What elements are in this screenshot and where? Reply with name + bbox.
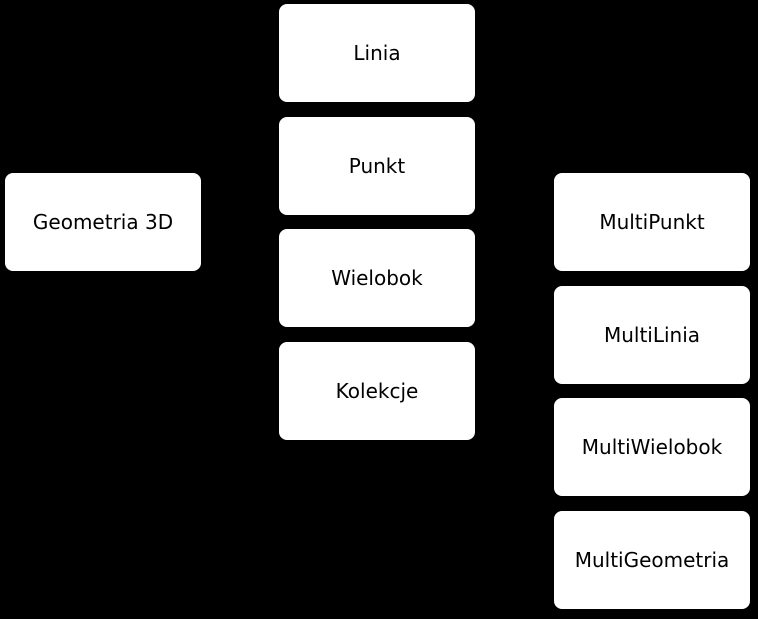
node-label: Punkt (348, 154, 406, 178)
node-label: MultiGeometria (574, 548, 730, 572)
node-multigeometria: MultiGeometria (554, 511, 750, 609)
node-multiwielobok: MultiWielobok (554, 398, 750, 496)
node-multipunkt: MultiPunkt (554, 173, 750, 271)
node-punkt: Punkt (279, 117, 475, 215)
node-kolekcje: Kolekcje (279, 342, 475, 440)
node-label: MultiWielobok (581, 435, 723, 459)
node-label: Linia (353, 41, 401, 65)
node-label: Kolekcje (335, 379, 419, 403)
node-geometria-3d: Geometria 3D (5, 173, 201, 271)
node-wielobok: Wielobok (279, 229, 475, 327)
node-label: MultiLinia (603, 323, 701, 347)
node-label: MultiPunkt (599, 210, 705, 234)
node-label: Wielobok (331, 266, 423, 290)
node-multilinia: MultiLinia (554, 286, 750, 384)
node-linia: Linia (279, 4, 475, 102)
node-label: Geometria 3D (32, 210, 174, 234)
